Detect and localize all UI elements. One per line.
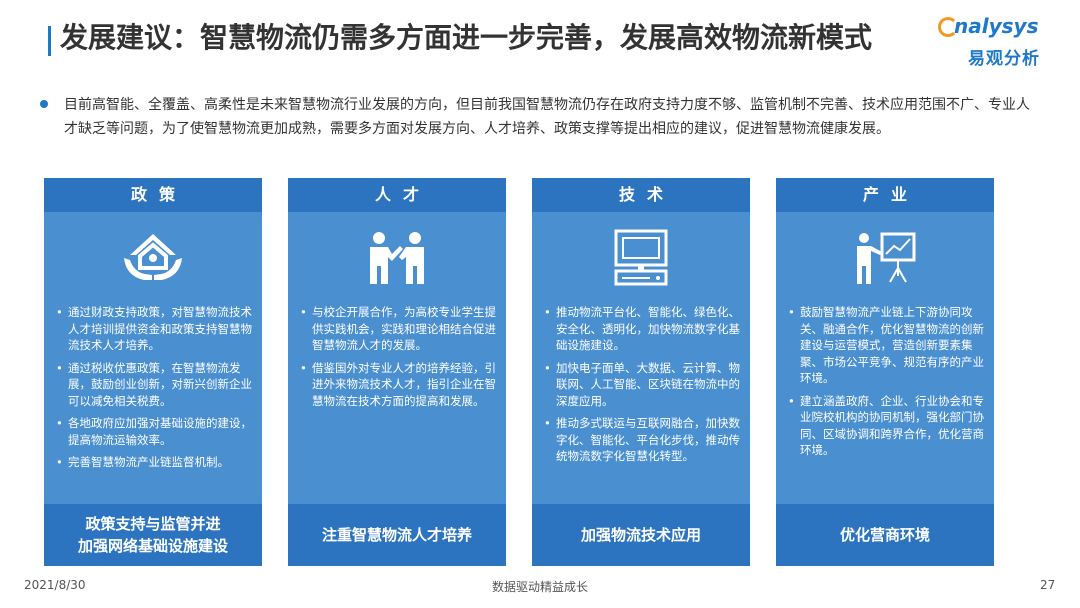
logo-english: nalysys (954, 14, 1039, 38)
hands-house-icon (124, 234, 182, 280)
card-bullets: 推动物流平台化、智能化、绿色化、安全化、透明化，加快物流数字化基础设施建设。 加… (544, 304, 740, 471)
page-title: 发展建议：智慧物流仍需多方面进一步完善，发展高效物流新模式 (60, 21, 873, 54)
card-bullets: 通过财政支持政策，对智慧物流技术人才培训提供资金和政策支持智慧物流技术人才培养。… (56, 304, 252, 477)
list-item: 建立涵盖政府、企业、行业协会和专业院校机构的协同机制，强化部门协同、区域协调和跨… (788, 393, 984, 459)
card-footer: 加强物流技术应用 (532, 504, 750, 566)
list-item: 鼓励智慧物流产业链上下游协同攻关、融通合作，优化智慧物流的创新建设与运营模式，营… (788, 304, 984, 387)
card-footer: 政策支持与监管并进 加强网络基础设施建设 (44, 504, 262, 566)
list-item: 推动多式联运与互联网融合，加快数字化、智能化、平台化步伐，推动传统物流数字化智慧… (544, 415, 740, 465)
card-policy: 政策 通过财政支持政策，对智慧物流技术人才培训提供资金和政策支持智慧物流技术人才… (44, 178, 262, 566)
list-item: 完善智慧物流产业链监督机制。 (56, 454, 252, 471)
list-item: 通过财政支持政策，对智慧物流技术人才培训提供资金和政策支持智慧物流技术人才培养。 (56, 304, 252, 354)
analysys-logo: nalysys 易观分析 (938, 14, 1058, 74)
card-title: 政策 (44, 178, 262, 212)
title-accent-bar (48, 26, 51, 56)
presenter-chart-icon (857, 232, 916, 284)
card-title: 技术 (532, 178, 750, 212)
footer-slogan: 数据驱动精益成长 (491, 580, 588, 594)
card-footer: 优化营商环境 (776, 504, 994, 566)
list-item: 推动物流平台化、智能化、绿色化、安全化、透明化，加快物流数字化基础设施建设。 (544, 304, 740, 354)
card-talent: 人才 与校企开展合作，为高校专业学生提供实践机会，实践和理论相结合促进智慧物流人… (288, 178, 506, 566)
list-item: 各地政府应加强对基础设施的建设，提高物流运输效率。 (56, 415, 252, 448)
card-title: 人才 (288, 178, 506, 212)
list-item: 借鉴国外对专业人才的培养经验，引进外来物流技术人才，指引企业在智慧物流在技术方面… (300, 360, 496, 410)
logo-chinese: 易观分析 (968, 49, 1040, 69)
list-item: 通过税收优惠政策，在智慧物流发展，鼓励创业创新，对新兴创新企业可以减免相关税费。 (56, 360, 252, 410)
card-title: 产业 (776, 178, 994, 212)
computer-icon (614, 229, 668, 286)
list-item: 与校企开展合作，为高校专业学生提供实践机会，实践和理论相结合促进智慧物流人才的发… (300, 304, 496, 354)
card-bullets: 鼓励智慧物流产业链上下游协同攻关、融通合作，优化智慧物流的创新建设与运营模式，营… (788, 304, 984, 465)
page-number: 27 (1040, 578, 1056, 592)
card-industry: 产业 鼓励智慧物流产业链上下游协同攻关、融通合作，优化智慧物流的创新建设与运营模… (776, 178, 994, 566)
card-footer: 注重智慧物流人才培养 (288, 504, 506, 566)
list-item: 加快电子面单、大数据、云计算、物联网、人工智能、区块链在物流中的深度应用。 (544, 360, 740, 410)
intro-bullet-icon (40, 100, 48, 108)
logo-ring-icon (938, 17, 958, 37)
footer-date: 2021/8/30 (24, 578, 86, 592)
card-technology: 技术 推动物流平台化、智能化、绿色化、安全化、透明化，加快物流数字化基础设施建设… (532, 178, 750, 566)
people-icon (370, 232, 424, 284)
intro-paragraph: 目前高智能、全覆盖、高柔性是未来智慧物流行业发展的方向，但目前我国智慧物流仍存在… (64, 97, 1030, 137)
card-bullets: 与校企开展合作，为高校专业学生提供实践机会，实践和理论相结合促进智慧物流人才的发… (300, 304, 496, 415)
